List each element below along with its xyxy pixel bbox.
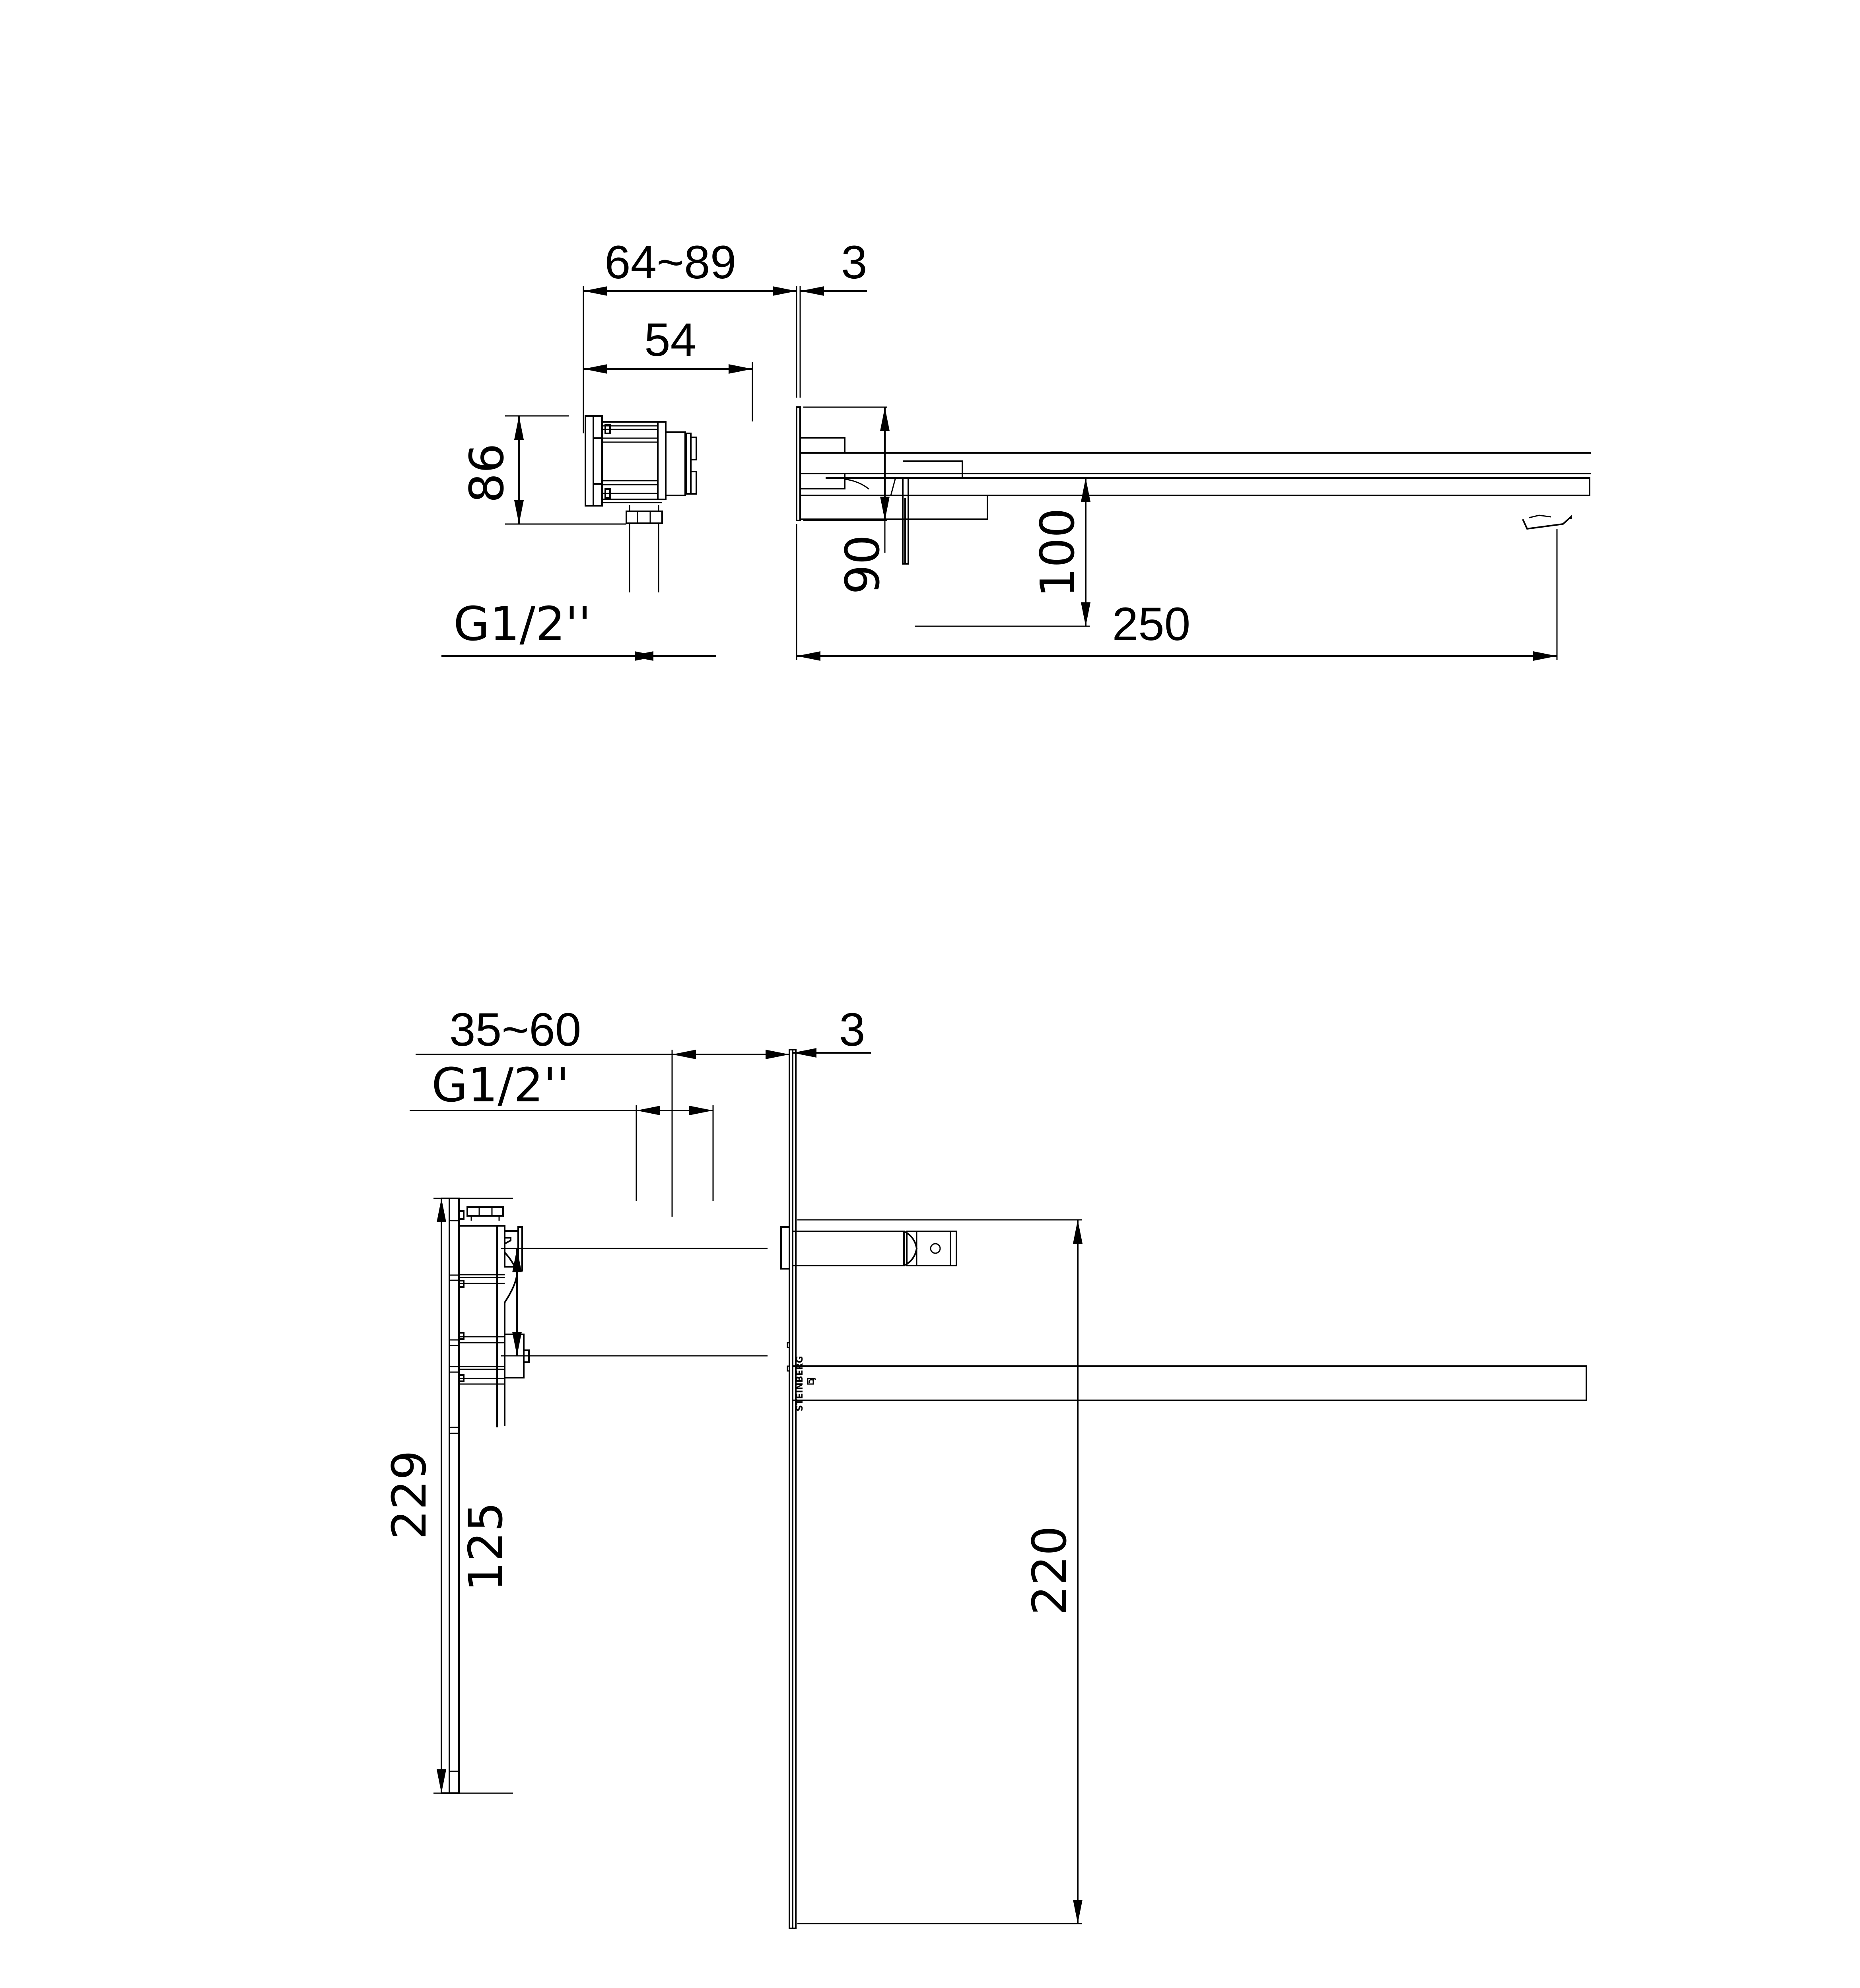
dim-install-depth-front: 35~60 [449, 1004, 581, 1056]
dim-cover-thickness: 3 [841, 236, 867, 289]
dim-axis-distance: 125 [458, 1502, 513, 1591]
front-view: 35~60 3 G1/2'' [382, 1004, 1587, 1929]
dim-install-depth: 64~89 [604, 236, 736, 289]
dim-rosette-height: 90 [835, 535, 890, 594]
plate-steinberg-logo: STEINBERG [795, 1356, 816, 1411]
side-view: 64~89 3 54 [441, 236, 1591, 661]
dim-connection-thread: G1/2'' [453, 596, 591, 651]
dim-body-height: 86 [459, 443, 514, 503]
dim-spout-projection: 250 [1112, 598, 1191, 650]
dim-body-height-front: 229 [382, 1450, 437, 1540]
dim-connection-thread-front: G1/2'' [431, 1058, 569, 1112]
dim-cover-plate-height: 220 [1022, 1526, 1077, 1615]
dim-body-depth: 54 [644, 314, 696, 366]
dim-cover-thickness-front: 3 [839, 1004, 865, 1056]
svg-text:STEINBERG: STEINBERG [795, 1356, 805, 1411]
dim-spout-to-lever: 100 [1030, 508, 1085, 597]
